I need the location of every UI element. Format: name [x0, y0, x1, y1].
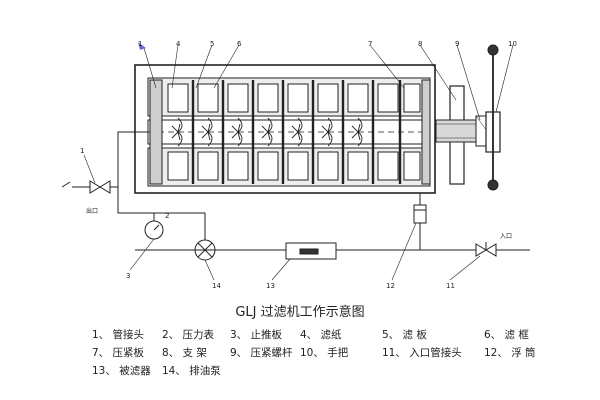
- legend-item-10: 10、 手把: [300, 346, 349, 359]
- inlet-label: 入口: [500, 233, 512, 240]
- filter-device: [285, 242, 337, 260]
- diagram-title: GLJ 过滤机工作示意图: [235, 304, 364, 320]
- outlet-pipe: [61, 131, 205, 214]
- pressing-plate: [421, 79, 431, 185]
- highlight-mark: [138, 42, 146, 50]
- filter-housing: [134, 64, 436, 194]
- callout-1b: 1: [80, 147, 84, 155]
- outlet-label: 出口: [86, 207, 98, 215]
- legend-item-7: 7、 压紧板: [92, 346, 145, 359]
- callout-6: 6: [237, 40, 242, 48]
- callout-13: 13: [266, 282, 275, 290]
- legend-item-9: 9、 压紧螺杆: [230, 346, 293, 359]
- legend-item-4: 4、 滤纸: [300, 328, 342, 341]
- float-tube: [413, 193, 427, 250]
- callout-14: 14: [212, 282, 221, 290]
- flow-arrows: [171, 117, 363, 147]
- callout-8: 8: [418, 40, 422, 48]
- legend-item-6: 6、 滤 框: [484, 328, 529, 341]
- legend-item-2: 2、 压力表: [162, 328, 215, 341]
- lower-filter-plates: [167, 151, 421, 181]
- legend-item-8: 8、 支 架: [162, 347, 207, 359]
- callout-7: 7: [368, 40, 372, 48]
- legend-item-1: 1、 管接头: [92, 328, 144, 341]
- callout-11: 11: [446, 282, 455, 290]
- callout-4: 4: [176, 40, 181, 48]
- legend-item-13: 13、 被滤器: [92, 364, 151, 377]
- callout-12: 12: [386, 282, 395, 290]
- callout-5: 5: [210, 40, 214, 48]
- legend: 1、 管接头 2、 压力表 3、 止推板 4、 滤纸 5、 滤 板 6、 滤 框…: [92, 328, 536, 377]
- callout-10: 10: [508, 40, 517, 48]
- legend-item-14: 14、 排油泵: [162, 364, 221, 377]
- upper-filter-plates: [167, 83, 421, 113]
- thrust-plate: [149, 79, 163, 185]
- legend-item-5: 5、 滤 板: [382, 328, 427, 341]
- pressure-gauge: [144, 213, 164, 240]
- callout-2: 2: [165, 212, 169, 220]
- filter-paper-bars: [191, 80, 402, 184]
- callout-numbers: 1 4 5 6 7 8 9 10 1 2 3 14 13 12 11: [80, 40, 517, 290]
- oil-pump: [194, 213, 216, 261]
- legend-item-3: 3、 止推板: [230, 328, 283, 341]
- inlet-valve: [470, 242, 530, 257]
- callout-1: 1: [138, 40, 142, 48]
- legend-item-11: 11、 入口管接头: [382, 346, 462, 359]
- legend-item-12: 12、 浮 筒: [484, 346, 536, 359]
- leader-lines: [83, 44, 514, 281]
- callout-3: 3: [126, 272, 130, 280]
- handle: [485, 44, 501, 191]
- callout-9: 9: [455, 40, 459, 48]
